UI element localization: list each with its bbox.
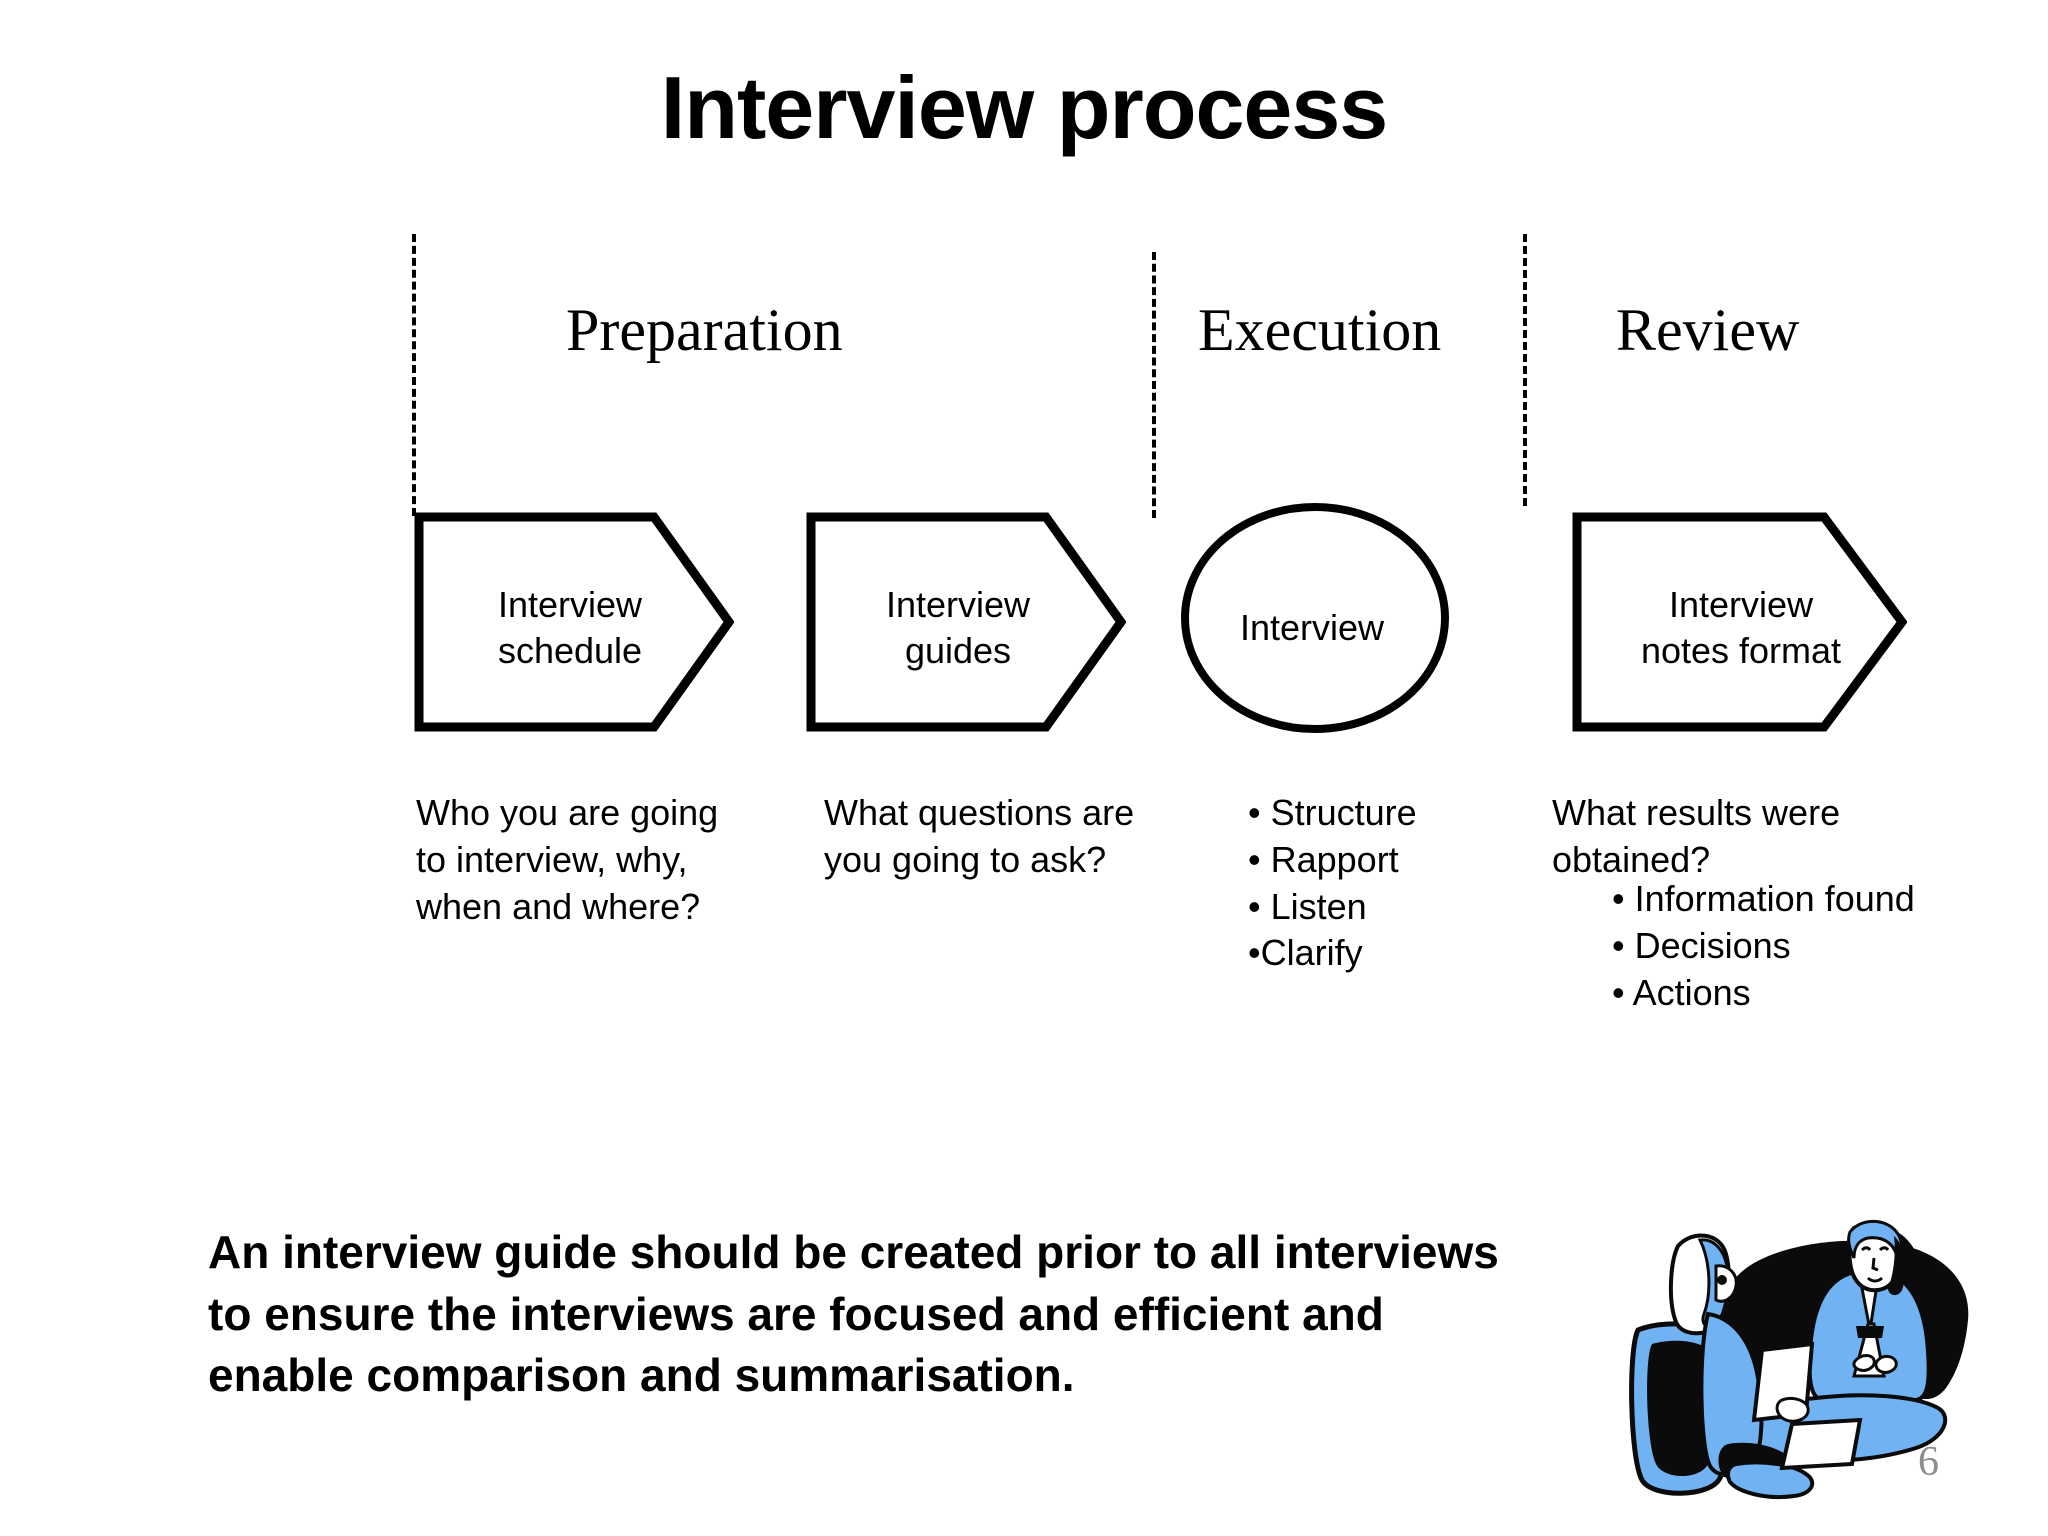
description-review-intro: What results were obtained? [1552, 792, 1841, 880]
ellipse-shape-interview [1180, 502, 1450, 734]
bullet-list-execution: • Structure • Rapport • Listen •Clarify [1248, 790, 1528, 977]
arrow-label-interview-schedule: Interview schedule [497, 584, 643, 672]
list-item: • Information found [1612, 878, 1915, 919]
arrow-label-interview-notes-format: Interview notes format [1640, 584, 1842, 672]
arrow-shape-interview-notes-format [1572, 512, 1907, 732]
page-title: Interview process [660, 58, 1388, 157]
phase-header-preparation: Preparation [566, 297, 843, 363]
list-item: • Decisions [1612, 924, 1791, 966]
arrow-shape-interview-schedule [414, 512, 734, 732]
phase-divider-3 [1523, 234, 1527, 506]
page-number: 6 [1918, 1439, 1939, 1485]
list-item: • Rapport [1248, 838, 1399, 880]
phase-divider-1 [412, 234, 416, 516]
phase-header-review: Review [1616, 297, 1800, 363]
arrow-label-interview-guides: Interview guides [885, 584, 1031, 672]
list-item: • Actions [1612, 971, 1751, 1013]
description-preparation-schedule: Who you are going to interview, why, whe… [416, 792, 719, 927]
phase-header-execution: Execution [1198, 297, 1442, 363]
list-item: • Listen [1248, 885, 1367, 927]
list-item: • Structure [1248, 792, 1417, 833]
description-preparation-guides: What questions are you going to ask? [824, 792, 1135, 880]
bullet-list-review: • Information found • Decisions • Action… [1612, 876, 2032, 1016]
arrow-shape-interview-guides [806, 512, 1126, 732]
summary-statement: An interview guide should be created pri… [208, 1226, 1499, 1402]
interview-illustration-image [1616, 1192, 2036, 1522]
ellipse-label-interview: Interview [1239, 607, 1385, 648]
list-item: •Clarify [1248, 932, 1363, 974]
phase-divider-2 [1152, 252, 1156, 518]
